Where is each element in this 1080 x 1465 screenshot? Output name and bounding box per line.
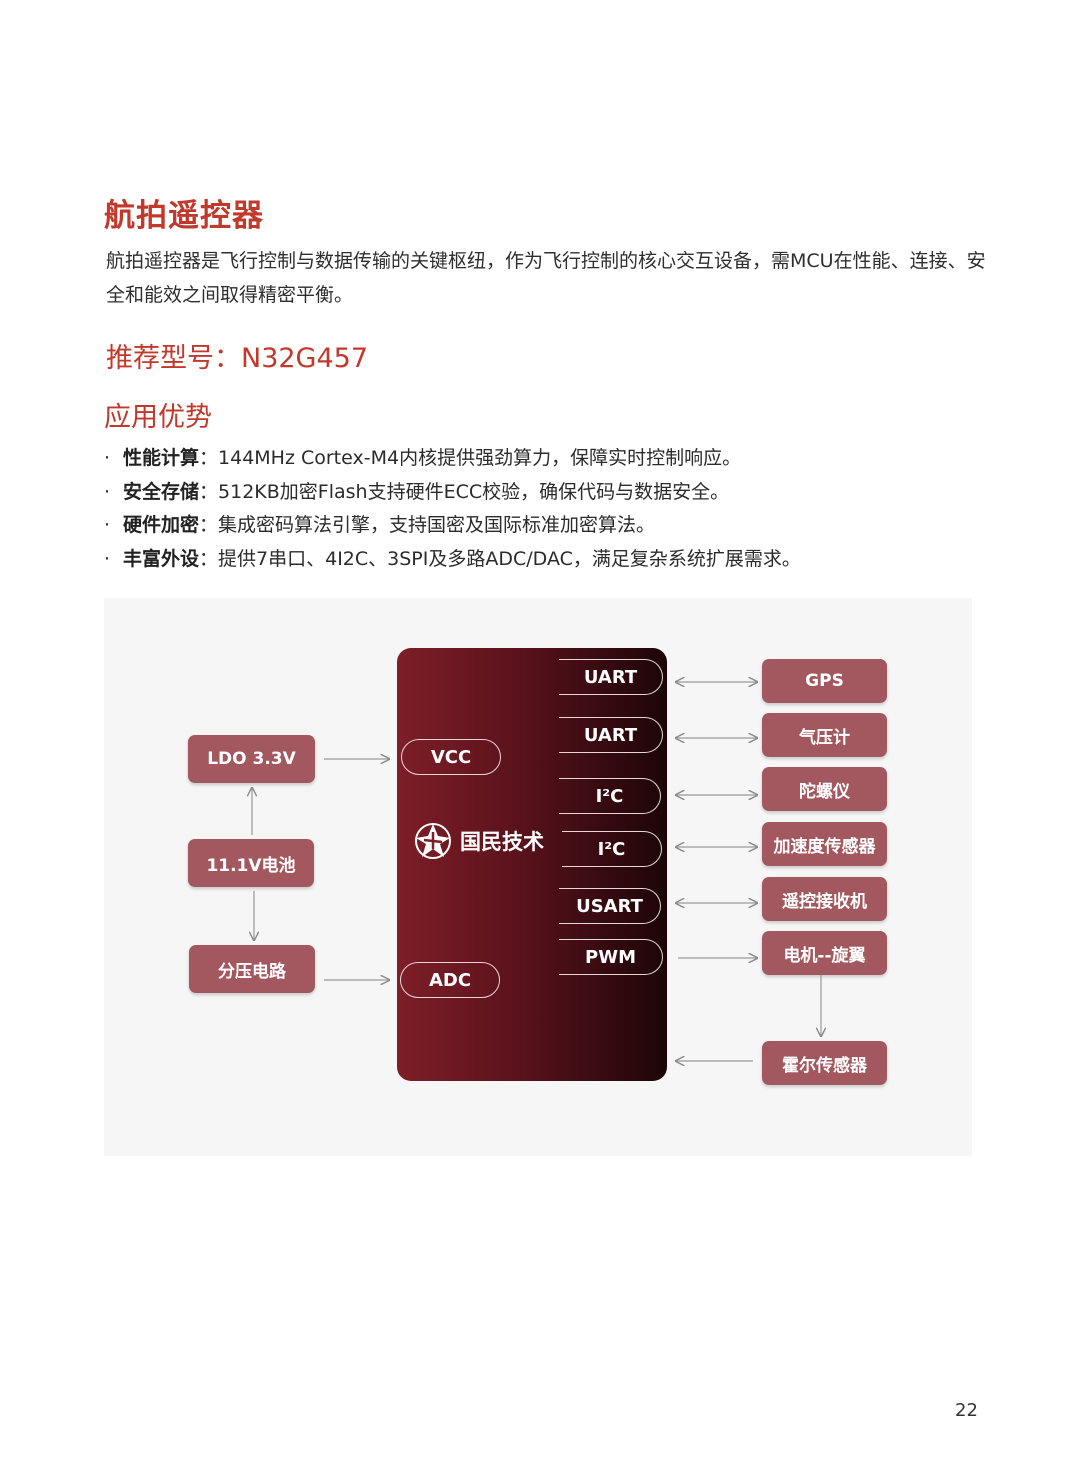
advantage-list: · 性能计算：144MHz Cortex-M4内核提供强劲算力，保障实时控制响应。…	[104, 442, 801, 576]
page-number: 22	[955, 1400, 978, 1421]
bullet-label: 安全存储	[123, 480, 200, 503]
port-uart-1: UART	[559, 659, 663, 695]
peripheral-barometer: 气压计	[762, 713, 887, 757]
section-heading: 应用优势	[104, 402, 212, 433]
port-uart-2: UART	[559, 717, 663, 753]
brand-name: 国民技术	[460, 830, 544, 854]
brand-logo-icon	[415, 823, 451, 859]
peripheral-motor-rotor: 电机--旋翼	[762, 931, 887, 975]
bullet-label: 丰富外设	[123, 547, 200, 570]
ldo-box: LDO 3.3V	[188, 735, 315, 783]
port-pwm: PWM	[559, 939, 663, 975]
peripheral-accelerometer: 加速度传感器	[762, 822, 887, 866]
port-vcc: VCC	[401, 739, 501, 775]
peripheral-gps: GPS	[762, 659, 887, 703]
port-i2c-1: I²C	[559, 778, 661, 814]
peripheral-hall-sensor: 霍尔传感器	[762, 1041, 887, 1085]
bullet-text: ：144MHz Cortex-M4内核提供强劲算力，保障实时控制响应。	[199, 447, 742, 469]
bullet-text: ：集成密码算法引擎，支持国密及国际标准加密算法。	[199, 514, 656, 536]
recommended-model: 推荐型号：N32G457	[106, 343, 369, 374]
bullet-label: 硬件加密	[123, 514, 200, 536]
bullet-marker: ·	[104, 514, 111, 536]
intro-paragraph: 航拍遥控器是飞行控制与数据传输的关键枢纽，作为飞行控制的核心交互设备，需MCU在…	[106, 250, 986, 306]
bullet-marker: ·	[104, 447, 111, 469]
port-usart: USART	[559, 888, 661, 924]
list-item: · 性能计算：144MHz Cortex-M4内核提供强劲算力，保障实时控制响应。	[104, 442, 801, 476]
peripheral-receiver: 遥控接收机	[762, 877, 887, 921]
bullet-text: ：512KB加密Flash支持硬件ECC校验，确保代码与数据安全。	[199, 480, 730, 503]
brand-logo: 国民技术	[414, 822, 544, 860]
bullet-text: ：提供7串口、4I2C、3SPI及多路ADC/DAC，满足复杂系统扩展需求。	[199, 547, 801, 570]
port-adc: ADC	[400, 962, 500, 998]
list-item: · 安全存储：512KB加密Flash支持硬件ECC校验，确保代码与数据安全。	[104, 476, 801, 510]
bullet-marker: ·	[104, 480, 111, 503]
list-item: · 丰富外设：提供7串口、4I2C、3SPI及多路ADC/DAC，满足复杂系统扩展…	[104, 543, 801, 577]
bullet-marker: ·	[104, 547, 111, 570]
peripheral-gyroscope: 陀螺仪	[762, 767, 887, 811]
battery-box: 11.1V电池	[188, 839, 314, 887]
list-item: · 硬件加密：集成密码算法引擎，支持国密及国际标准加密算法。	[104, 509, 801, 543]
port-i2c-2: I²C	[562, 831, 662, 867]
divider-box: 分压电路	[189, 945, 315, 993]
mcu-chip-block: UART UART I²C I²C USART PWM VCC ADC	[397, 648, 667, 1081]
page-title: 航拍遥控器	[104, 198, 264, 234]
bullet-label: 性能计算	[123, 447, 200, 469]
